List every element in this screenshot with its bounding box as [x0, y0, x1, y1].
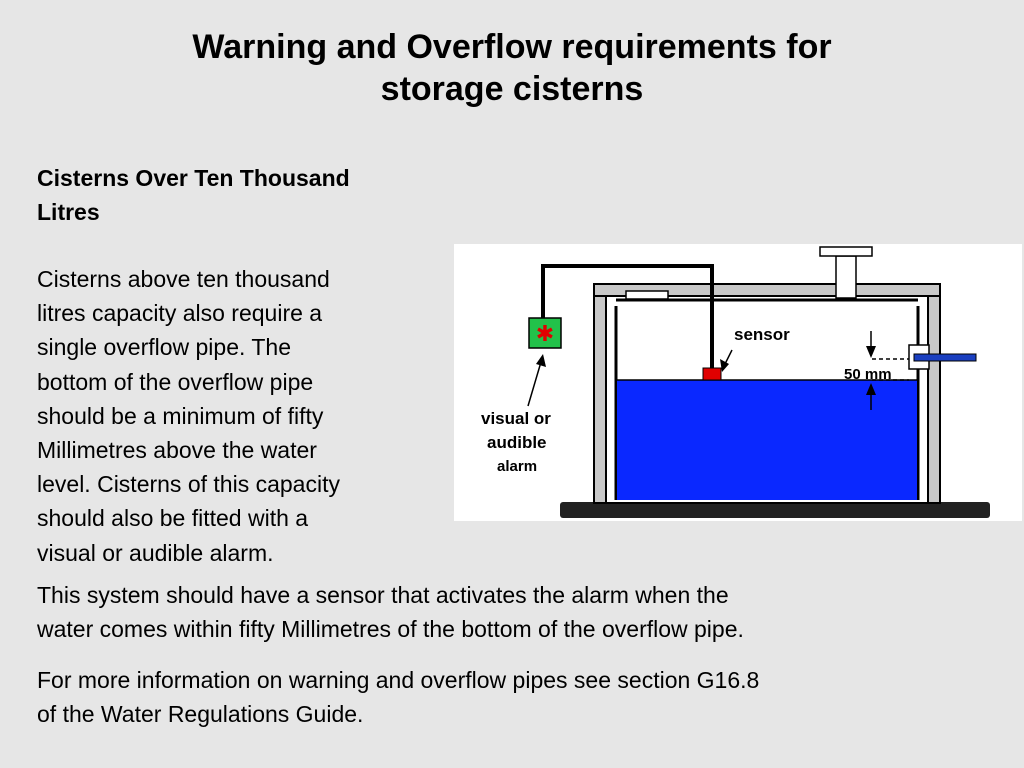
paragraph-line: Millimetres above the water — [37, 437, 317, 464]
paragraph-line: should also be fitted with a — [37, 505, 309, 532]
sensor-paragraph: This system should have a sensor that ac… — [37, 578, 997, 646]
paragraph-line: of the Water Regulations Guide. — [37, 701, 364, 727]
sensor-wire — [541, 264, 714, 368]
paragraph-line: bottom of the overflow pipe — [37, 368, 314, 395]
cistern-base — [560, 502, 990, 518]
paragraph-line: should be a minimum of fifty — [37, 402, 324, 429]
gap-label: 50 mm — [844, 366, 892, 383]
title-line-1: Warning and Overflow requirements for — [192, 28, 832, 66]
section-heading-line-1: Cisterns Over Ten Thousand — [37, 165, 350, 191]
paragraph-line: litres capacity also require a — [37, 300, 323, 327]
paragraph-line: single overflow pipe. The — [37, 334, 291, 361]
paragraph-line: Cisterns above ten thousand — [37, 266, 330, 292]
paragraph-line: water comes within fifty Millimetres of … — [37, 616, 744, 642]
alarm-star-icon: ✱ — [536, 322, 554, 347]
vent-cap — [819, 246, 873, 257]
section-heading-line-2: Litres — [37, 199, 100, 225]
paragraph-line: This system should have a sensor that ac… — [37, 582, 729, 608]
overflow-pipe — [913, 353, 977, 362]
sensor — [702, 367, 722, 381]
vent-pipe — [835, 255, 857, 299]
sensor-label: sensor — [734, 325, 790, 344]
alarm-label-line-2: audible — [487, 433, 547, 452]
water-body — [617, 380, 917, 500]
title-line-2: storage cisterns — [380, 70, 644, 108]
paragraph-line: visual or audible alarm. — [37, 539, 274, 566]
paragraph-line: For more information on warning and over… — [37, 667, 760, 693]
tank-right-wall — [927, 283, 941, 504]
alarm-label-line-1: visual or — [481, 409, 551, 428]
slide-title: Warning and Overflow requirements for st… — [0, 26, 1024, 110]
tank-left-wall — [593, 283, 607, 504]
access-hatch — [625, 290, 669, 300]
section-heading: Cisterns Over Ten Thousand Litres — [37, 161, 457, 229]
alarm-box — [528, 317, 562, 349]
paragraph-line: level. Cisterns of this capacity — [37, 471, 340, 498]
description-paragraph: Cisterns above ten thousand litres capac… — [37, 262, 437, 570]
reference-paragraph: For more information on warning and over… — [37, 663, 997, 731]
cistern-diagram: ✱ sensor 50 mm visual or audible alarm — [454, 244, 1022, 521]
alarm-label-line-3: alarm — [497, 458, 537, 475]
